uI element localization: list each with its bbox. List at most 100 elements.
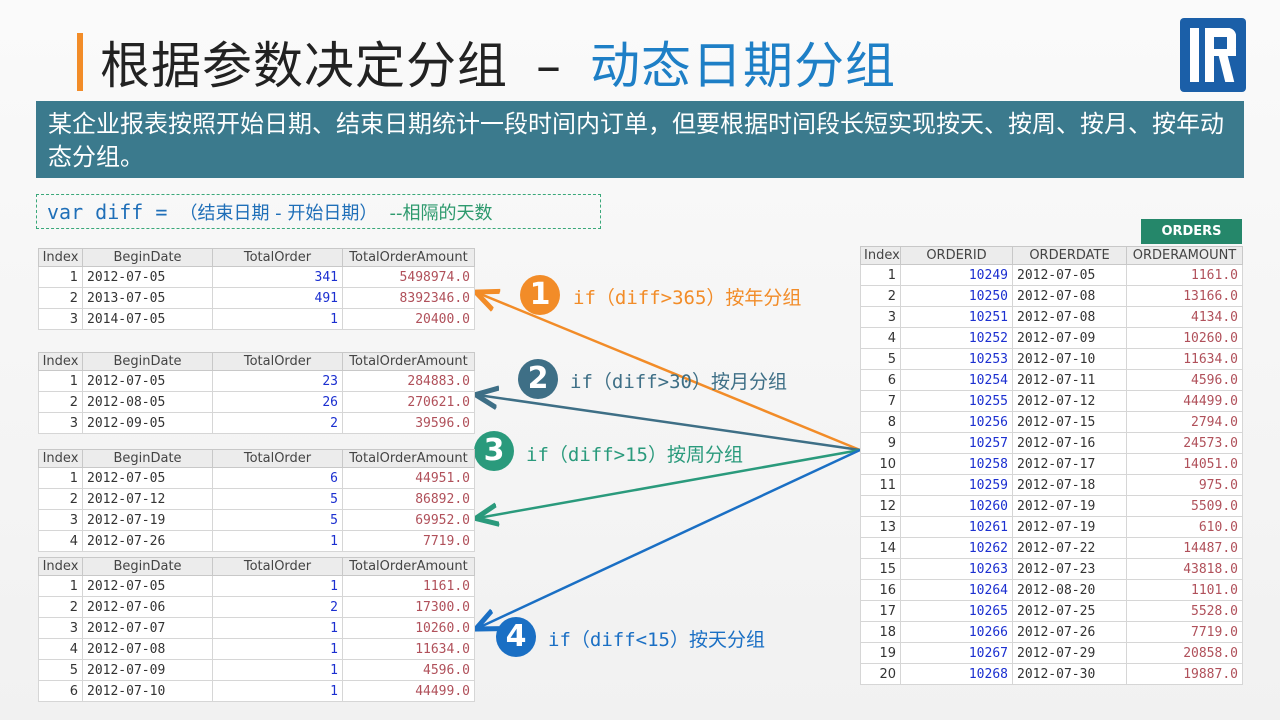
table-cell: 3	[38, 412, 83, 434]
column-header[interactable]: Index	[38, 248, 83, 267]
column-header[interactable]: ORDERAMOUNT	[1126, 246, 1243, 265]
diff-formula: var diff = （结束日期 - 开始日期） --相隔的天数	[36, 194, 601, 229]
table-cell: 284883.0	[342, 370, 475, 392]
table-cell: 2012-07-05	[82, 467, 213, 489]
column-header[interactable]: ORDERDATE	[1012, 246, 1127, 265]
table-cell: 2012-07-12	[1012, 390, 1127, 412]
column-header[interactable]: BeginDate	[82, 449, 213, 468]
table-cell: 43818.0	[1126, 558, 1243, 580]
column-header[interactable]: TotalOrderAmount	[342, 248, 475, 267]
table-cell: 2014-07-05	[82, 308, 213, 330]
column-header[interactable]: TotalOrder	[212, 352, 343, 371]
table-cell: 2012-07-25	[1012, 600, 1127, 622]
table-cell: 2012-07-22	[1012, 537, 1127, 559]
table-cell: 10263	[900, 558, 1013, 580]
column-header[interactable]: TotalOrder	[212, 557, 343, 576]
code-prefix: var diff =	[47, 200, 180, 224]
condition-day-code: if（diff<15）	[548, 629, 689, 651]
table-cell: 1101.0	[1126, 579, 1243, 601]
table-cell: 1	[38, 266, 83, 288]
table-cell: 44499.0	[1126, 390, 1243, 412]
table-cell: 10260.0	[1126, 327, 1243, 349]
table-cell: 5528.0	[1126, 600, 1243, 622]
column-header[interactable]: Index	[38, 449, 83, 468]
column-header[interactable]: TotalOrder	[212, 248, 343, 267]
table-cell: 2012-07-05	[82, 266, 213, 288]
column-header[interactable]: TotalOrderAmount	[342, 449, 475, 468]
table-cell: 12	[860, 495, 901, 517]
column-header[interactable]: BeginDate	[82, 557, 213, 576]
column-header[interactable]: BeginDate	[82, 352, 213, 371]
column-header[interactable]: TotalOrder	[212, 449, 343, 468]
table-cell: 2012-07-08	[82, 638, 213, 660]
column-header[interactable]: Index	[860, 246, 901, 265]
orders-button[interactable]: ORDERS	[1141, 219, 1242, 244]
column-header[interactable]: TotalOrderAmount	[342, 352, 475, 371]
table-cell: 44499.0	[342, 680, 475, 702]
column-header[interactable]: Index	[38, 352, 83, 371]
column-header[interactable]: BeginDate	[82, 248, 213, 267]
table-cell: 19	[860, 642, 901, 664]
table-cell: 7	[860, 390, 901, 412]
column-header[interactable]: Index	[38, 557, 83, 576]
table-cell: 10264	[900, 579, 1013, 601]
table-cell: 14487.0	[1126, 537, 1243, 559]
table-cell: 7719.0	[342, 530, 475, 552]
table-cell: 1	[212, 659, 343, 681]
table-cell: 11	[860, 474, 901, 496]
table-cell: 2012-07-08	[1012, 306, 1127, 328]
code-rparen: ）	[359, 203, 378, 224]
table-cell: 2	[38, 596, 83, 618]
page-title: 根据参数决定分组–动态日期分组	[100, 26, 896, 98]
table-cell: 44951.0	[342, 467, 475, 489]
table-cell: 2	[38, 488, 83, 510]
table-cell: 1	[38, 575, 83, 597]
column-header[interactable]: ORDERID	[900, 246, 1013, 265]
arrow-week	[478, 448, 861, 518]
table-cell: 2012-08-20	[1012, 579, 1127, 601]
table-cell: 2012-07-09	[82, 659, 213, 681]
condition-year-label: 按年分组	[725, 287, 802, 309]
title-accent-bar	[77, 33, 83, 91]
column-header[interactable]: TotalOrderAmount	[342, 557, 475, 576]
table-cell: 5509.0	[1126, 495, 1243, 517]
